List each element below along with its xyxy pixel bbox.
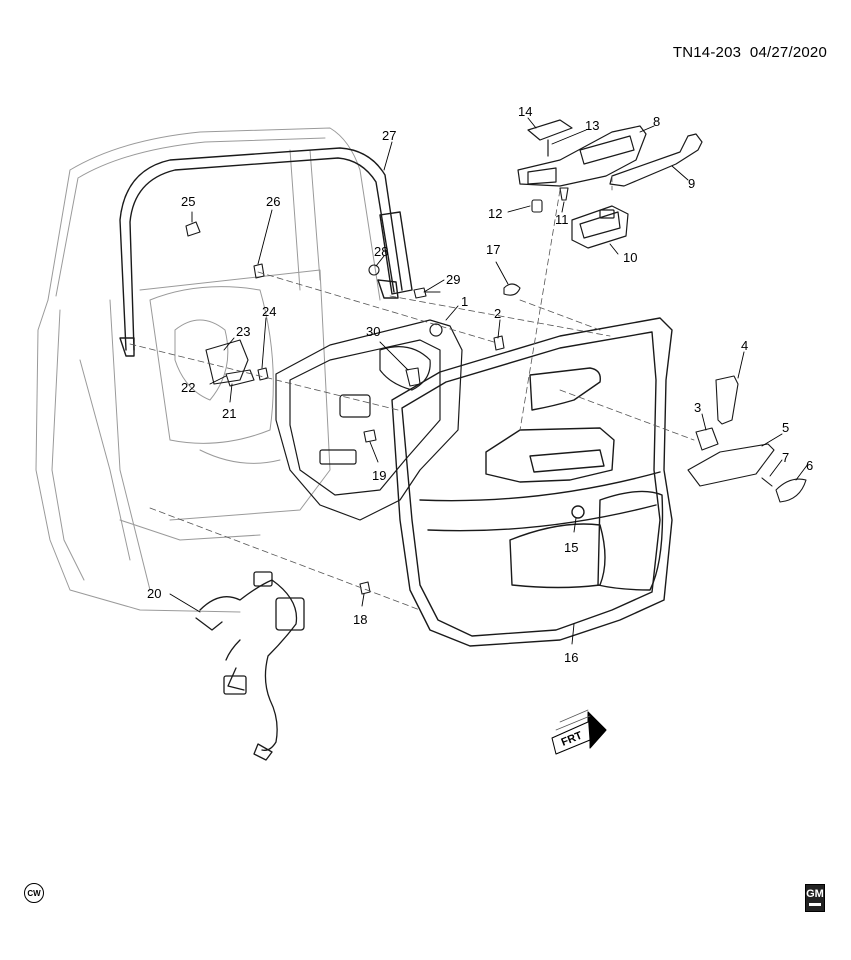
callout-numbers: 1 2 3 4 5 6 7 8 9 10 11 12 13 14 15 16 1… (147, 104, 813, 665)
door-frame (35, 127, 381, 613)
callout-2: 2 (494, 306, 501, 321)
gm-logo-underline (809, 903, 821, 906)
callout-9: 9 (688, 176, 695, 191)
callout-21: 21 (222, 406, 236, 421)
inner-panel-1 (275, 319, 463, 521)
callout-30: 30 (366, 324, 380, 339)
gm-logo-icon: GM (805, 884, 825, 912)
window-switch-10 (571, 205, 629, 249)
callout-14: 14 (518, 104, 532, 119)
gm-logo-label: GM (806, 888, 824, 900)
callout-6: 6 (806, 458, 813, 473)
callout-3: 3 (694, 400, 701, 415)
callout-25: 25 (181, 194, 195, 209)
callout-27: 27 (382, 128, 396, 143)
callout-29: 29 (446, 272, 460, 287)
callout-5: 5 (782, 420, 789, 435)
trim-strip-9 (609, 133, 703, 187)
callout-7: 7 (782, 450, 789, 465)
diagram-header: TN14-203 04/27/2020 (673, 44, 827, 61)
callout-leaders (169, 117, 809, 645)
callout-22: 22 (181, 380, 195, 395)
window-seal-27 (119, 147, 413, 357)
callout-23: 23 (236, 324, 250, 339)
callout-4: 4 (741, 338, 748, 353)
door-trim-panel-16 (391, 317, 673, 647)
callout-15: 15 (564, 540, 578, 555)
callout-24: 24 (262, 304, 276, 319)
callout-13: 13 (585, 118, 599, 133)
callout-17: 17 (486, 242, 500, 257)
cw-badge-label: CW (27, 888, 41, 898)
wiring-harness-20 (195, 571, 305, 761)
callout-26: 26 (266, 194, 280, 209)
switch-bezel-8 (517, 119, 647, 187)
callout-10: 10 (623, 250, 637, 265)
front-arrow-icon (551, 709, 607, 755)
diagram-code: TN14-203 (672, 44, 742, 61)
callout-18: 18 (353, 612, 367, 627)
cw-badge-icon: CW (24, 883, 44, 903)
callout-8: 8 (653, 114, 660, 129)
callout-16: 16 (564, 650, 578, 665)
callout-28: 28 (374, 244, 388, 259)
callout-12: 12 (488, 206, 502, 221)
callout-1: 1 (461, 294, 468, 309)
diagram-date: 04/27/2020 (749, 44, 827, 61)
callout-11: 11 (555, 212, 569, 227)
callout-19: 19 (372, 468, 386, 483)
callout-20: 20 (147, 586, 161, 601)
alignment-lines (129, 175, 695, 611)
